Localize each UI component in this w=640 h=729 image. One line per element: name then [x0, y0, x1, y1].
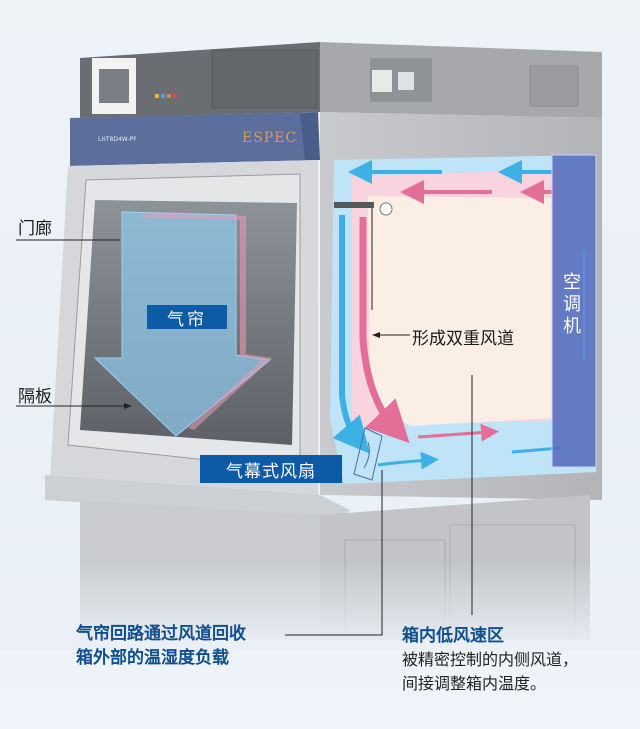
- label-partition: 隔板: [18, 387, 52, 407]
- model-label: LHT8D4W-PF: [98, 136, 137, 143]
- caption-left-line1: 气帘回路通过风道回收: [76, 624, 246, 644]
- label-double-duct: 形成双重风道: [412, 329, 514, 349]
- label-air-conditioner: 空调机: [563, 272, 581, 337]
- caption-right-line2: 间接调整箱内温度。: [402, 674, 547, 693]
- tag-air-curtain: 气帘: [147, 305, 227, 330]
- caption-left-line2: 箱外部的温湿度负载: [76, 648, 229, 668]
- caption-left: 气帘回路通过风道回收 箱外部的温湿度负载: [76, 622, 246, 670]
- label-door-corridor: 门廊: [18, 219, 52, 239]
- caption-right: 箱内低风速区 被精密控制的内侧风道， 间接调整箱内温度。: [402, 624, 578, 696]
- caption-right-line1: 被精密控制的内侧风道，: [402, 650, 579, 669]
- brand-logo: ESPEC: [242, 130, 298, 146]
- tag-air-curtain-fan: 气幕式风扇: [200, 455, 342, 483]
- caption-right-title: 箱内低风速区: [402, 626, 504, 646]
